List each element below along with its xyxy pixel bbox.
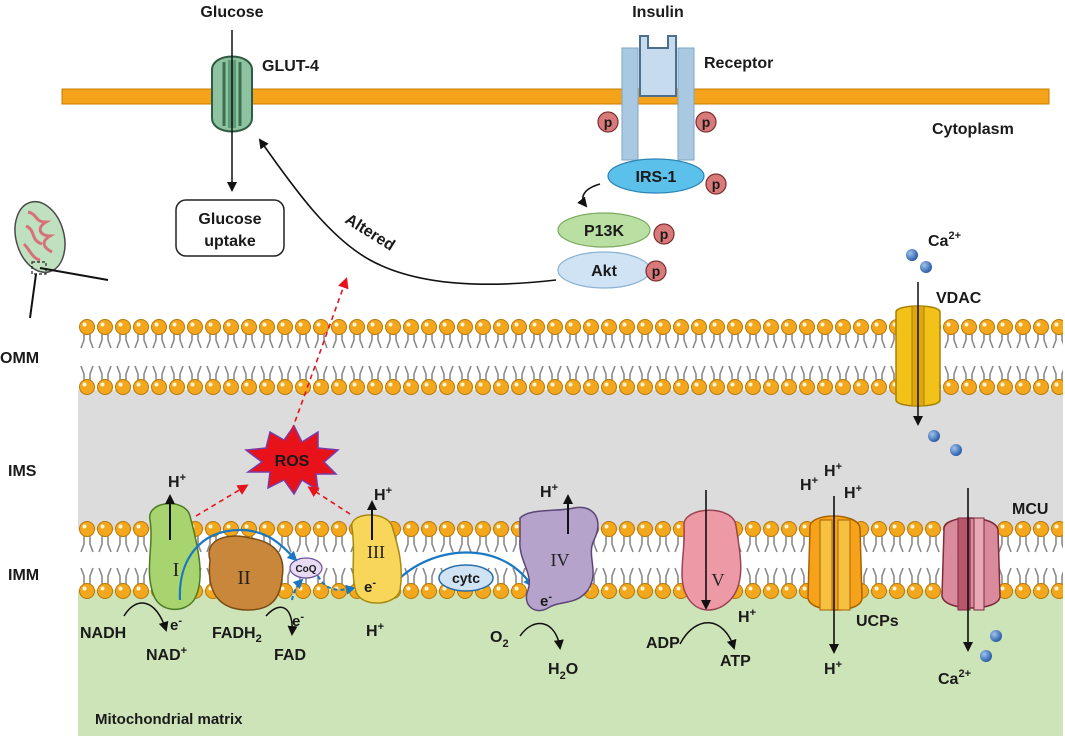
electron-flow-3-to-4 xyxy=(395,551,534,588)
h-label-ucp-b: H+ xyxy=(824,461,842,480)
adp-atp-arrow xyxy=(679,622,737,650)
o2-label: O2 xyxy=(490,629,509,650)
vdac-label: VDAC xyxy=(936,290,982,307)
svg-text:p: p xyxy=(604,114,613,130)
insulin-label: Insulin xyxy=(632,4,684,21)
nadh-reaction-arrow xyxy=(123,602,169,632)
irs1-to-p13k-arrow xyxy=(577,183,601,208)
svg-text:III: III xyxy=(367,542,385,562)
glut4-label: GLUT-4 xyxy=(262,58,319,75)
electron-flow-coq-to-3 xyxy=(317,575,356,595)
svg-text:ROS: ROS xyxy=(275,453,310,470)
svg-text:II: II xyxy=(237,567,250,589)
svg-text:p: p xyxy=(660,226,669,242)
h2o-label: H2O xyxy=(548,661,578,682)
ims-label: IMS xyxy=(8,463,37,480)
svg-text:cytc: cytc xyxy=(452,570,480,586)
coq-node: CoQ xyxy=(289,557,323,579)
svg-text:CoQ: CoQ xyxy=(295,564,316,575)
svg-text:p: p xyxy=(652,263,661,279)
glucose-uptake-box: Glucose uptake xyxy=(175,199,285,257)
plasma-membrane xyxy=(61,88,1050,105)
ca-ion xyxy=(980,650,992,662)
h-label-1: H+ xyxy=(168,472,186,491)
altered-label: Altered xyxy=(342,211,398,255)
complex-4: IV e- xyxy=(519,506,599,612)
svg-text:Akt: Akt xyxy=(591,263,617,280)
matrix-region xyxy=(78,590,1063,736)
imm-label: IMM xyxy=(8,567,39,584)
mitochondrion-icon xyxy=(14,200,109,319)
h-label-3-matrix: H+ xyxy=(366,621,384,640)
complex-1: I xyxy=(148,502,201,610)
e-label-2: e- xyxy=(292,611,304,630)
p13k-phospho: p xyxy=(653,223,675,245)
p13k-node: P13K xyxy=(557,212,651,248)
mcu-channel xyxy=(941,517,1001,611)
receptor-phospho-right: p xyxy=(695,111,717,133)
o2-reaction-arrow xyxy=(519,622,564,650)
receptor-label: Receptor xyxy=(704,55,773,72)
ucp-channel xyxy=(807,515,863,611)
h-label-ucp-a: H+ xyxy=(800,475,818,494)
svg-text:p: p xyxy=(702,114,711,130)
electron-flow-2-to-coq xyxy=(291,578,304,601)
h-label-5: H+ xyxy=(738,607,756,626)
electron-flow-1-to-coq xyxy=(178,528,298,601)
complex-5: V xyxy=(681,509,742,611)
ims-region xyxy=(78,390,1063,530)
fadh2-reaction-arrow xyxy=(265,606,298,636)
svg-text:P13K: P13K xyxy=(584,223,624,240)
nadh-label: NADH xyxy=(80,625,126,642)
svg-text:uptake: uptake xyxy=(204,233,256,250)
h-label-4: H+ xyxy=(540,482,558,501)
ca-ion xyxy=(928,430,940,442)
altered-arrow xyxy=(258,138,557,286)
ca-ion xyxy=(920,261,932,273)
akt-phospho: p xyxy=(645,260,667,282)
svg-text:p: p xyxy=(712,176,721,192)
nad-label: NAD+ xyxy=(146,645,187,664)
mcu-label: MCU xyxy=(1012,501,1048,518)
ca-ion xyxy=(950,444,962,456)
omm-label: OMM xyxy=(0,350,39,367)
ca-top-label: Ca2+ xyxy=(928,230,961,250)
fadh2-label: FADH2 xyxy=(212,625,262,645)
h-label-ucp-c: H+ xyxy=(844,483,862,502)
irs1-phospho: p xyxy=(705,173,727,195)
svg-text:IV: IV xyxy=(551,550,570,570)
insulin-receptor xyxy=(621,35,695,161)
svg-text:I: I xyxy=(173,559,180,581)
svg-text:Glucose: Glucose xyxy=(198,211,261,228)
e-label-1: e- xyxy=(170,615,182,634)
svg-text:e-: e- xyxy=(364,577,376,596)
ros-from-complex1-arrow xyxy=(195,484,249,517)
akt-node: Akt xyxy=(557,251,651,289)
svg-text:V: V xyxy=(712,570,725,590)
ros-from-complex3-arrow xyxy=(307,486,351,515)
fad-label: FAD xyxy=(274,647,306,664)
h-label-3: H+ xyxy=(374,485,392,504)
ca-bottom-label: Ca2+ xyxy=(938,668,971,688)
ucps-label: UCPs xyxy=(856,613,899,630)
receptor-phospho-left: p xyxy=(597,111,619,133)
cytc-node: cytc xyxy=(438,564,494,592)
svg-text:e-: e- xyxy=(540,591,552,610)
glucose-label: Glucose xyxy=(200,4,263,21)
complex-2: II xyxy=(208,535,284,611)
complex-3: III e- xyxy=(351,514,403,604)
ca-ion xyxy=(906,249,918,261)
svg-text:IRS-1: IRS-1 xyxy=(636,169,677,186)
ca-ion xyxy=(990,630,1002,642)
atp-label: ATP xyxy=(720,653,751,670)
adp-label: ADP xyxy=(646,635,680,652)
irs1-node: IRS-1 xyxy=(607,158,705,194)
cytoplasm-label: Cytoplasm xyxy=(932,121,1014,138)
h-label-ucp-matrix: H+ xyxy=(824,659,842,678)
matrix-label: Mitochondrial matrix xyxy=(95,711,243,728)
